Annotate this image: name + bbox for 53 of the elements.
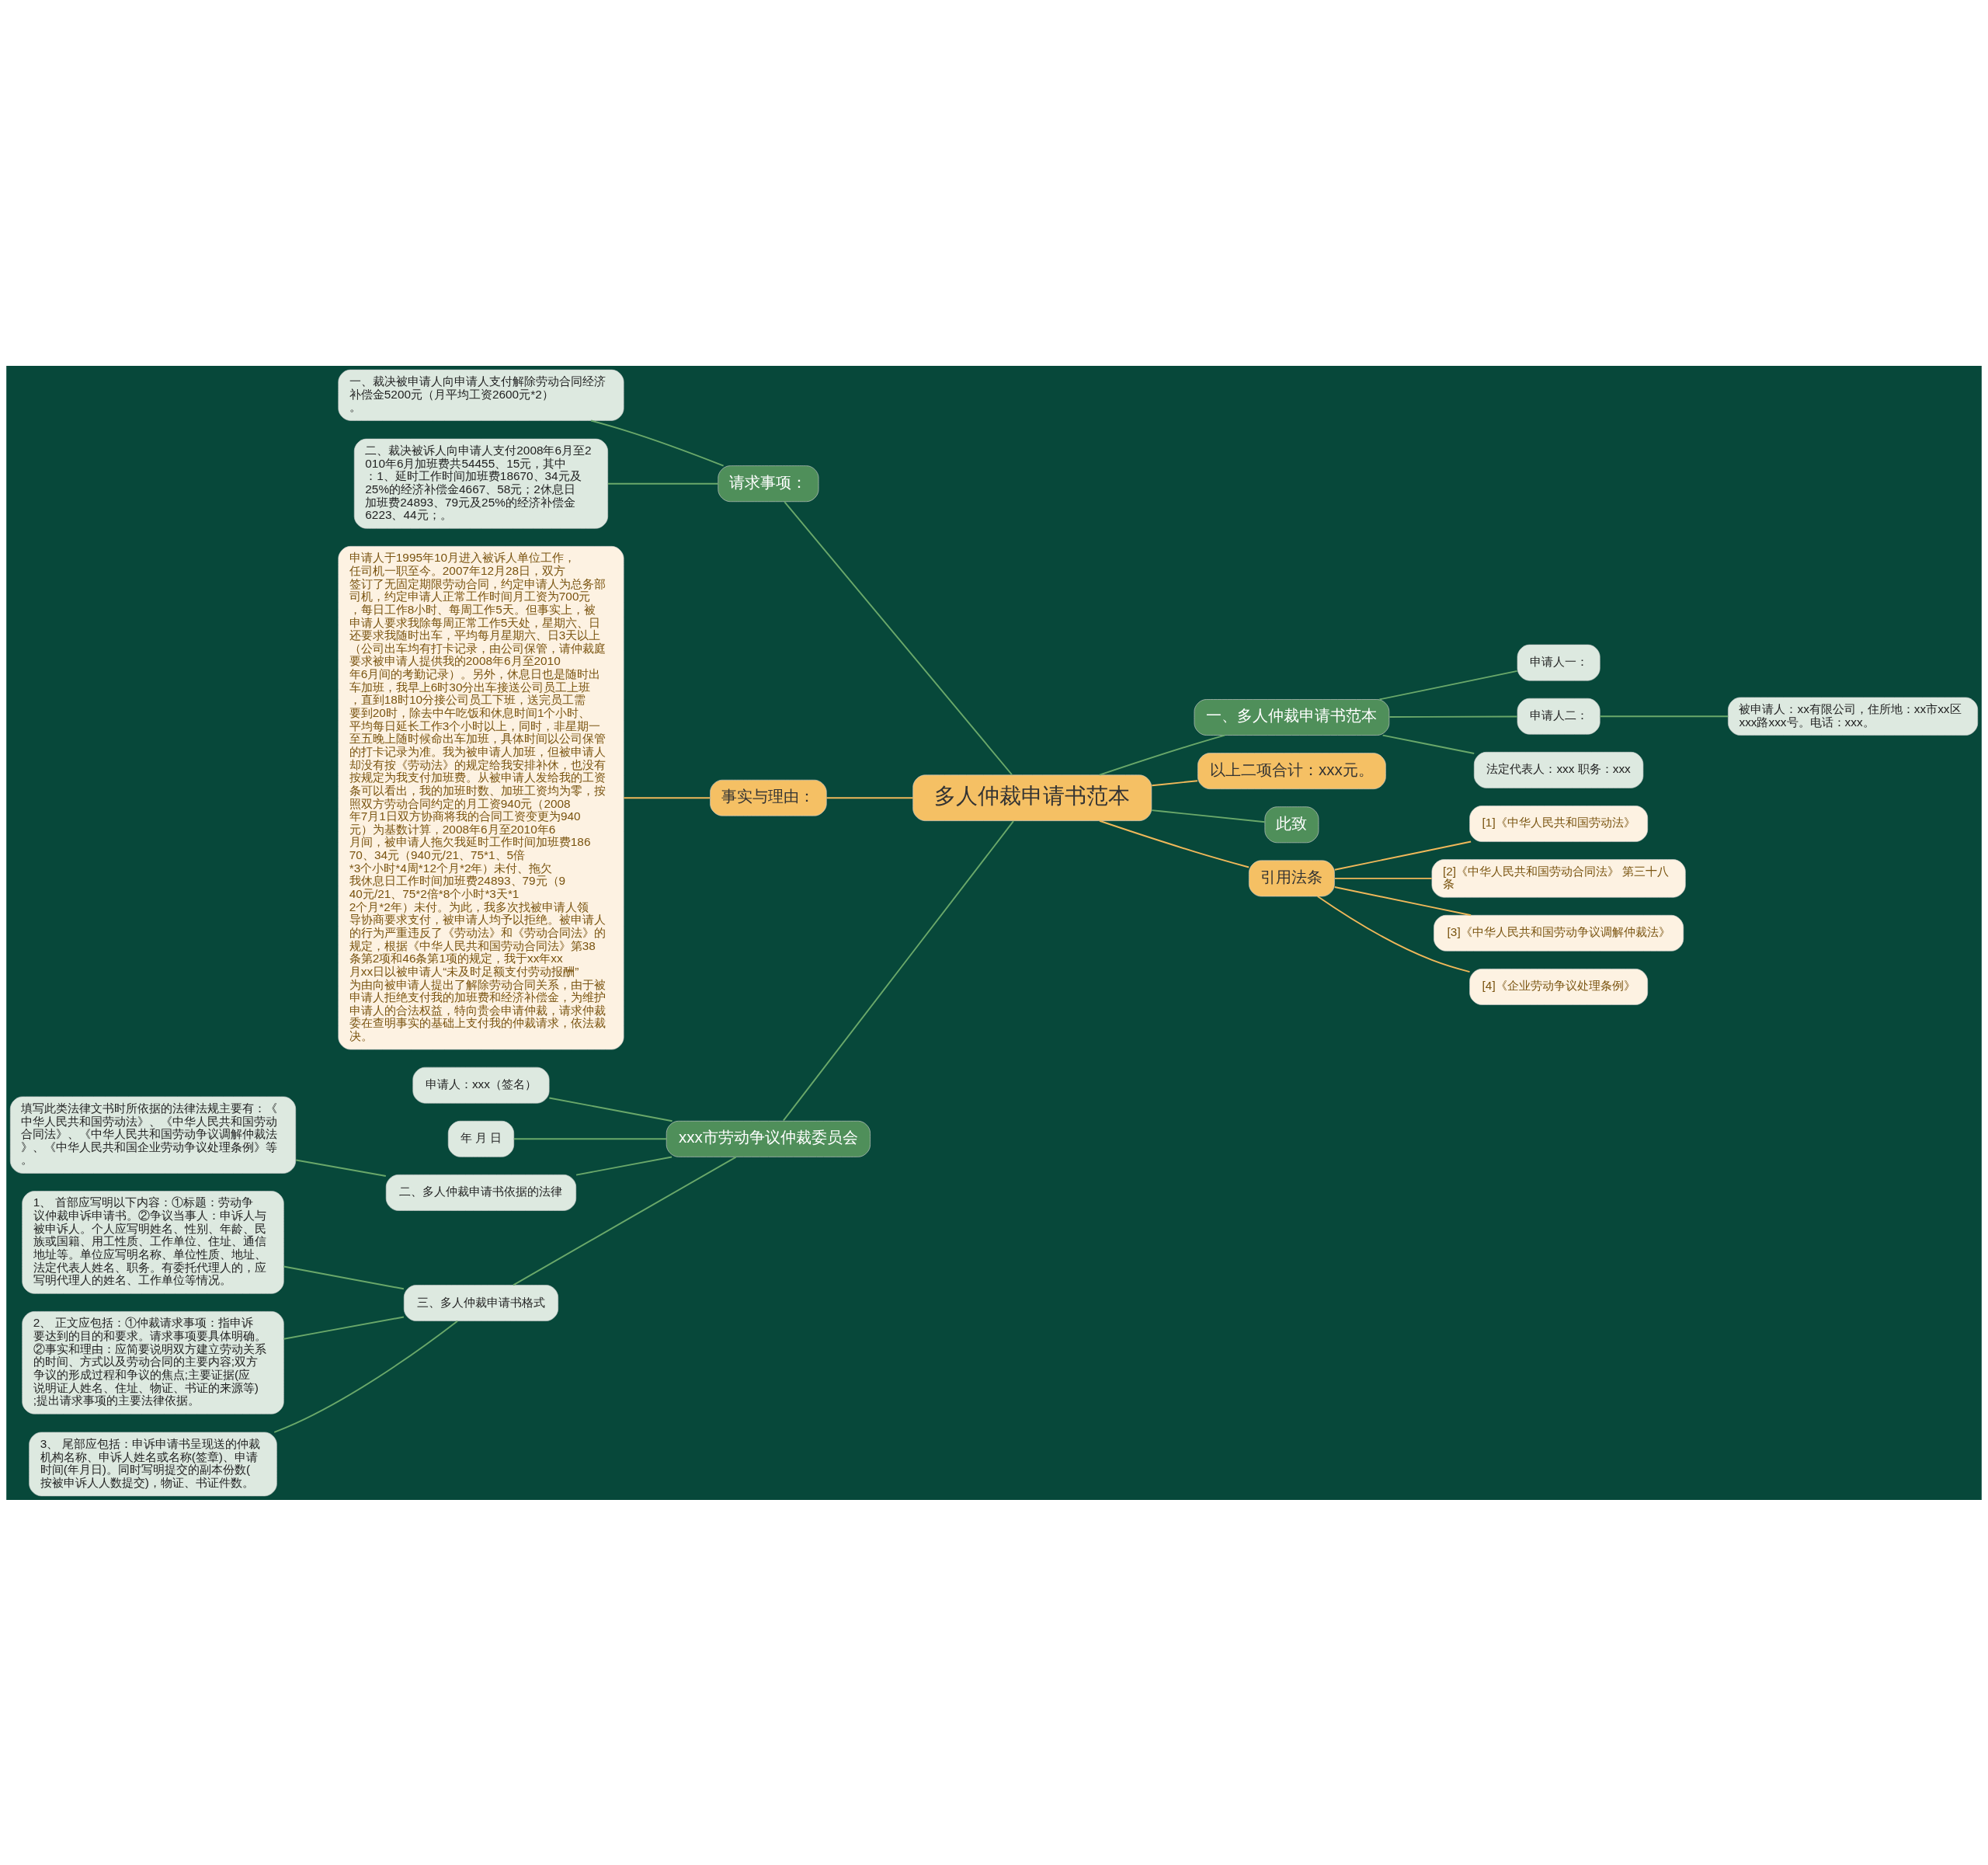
node-box: 被申请人：xx有限公司，住所地：xx市xx区xxx路xxx号。电话：xxx。	[1728, 697, 1978, 736]
connector	[548, 1097, 673, 1122]
node-box: 一、多人仲裁申请书范本	[1194, 698, 1390, 736]
connector	[607, 482, 719, 485]
connector	[623, 796, 711, 799]
connector	[295, 1159, 387, 1177]
connector	[513, 1156, 737, 1286]
connector	[283, 1316, 405, 1340]
connector	[782, 819, 1014, 1122]
connector	[590, 419, 725, 467]
node-box: 2、 正文应包括：①仲裁请求事项：指申诉要达到的目的和要求。请求事项要具体明确。②事实和理由：应简要说明双方建立劳动关系的时间、方式以及劳动合同的主要内容;双方争议的形成过程和争议的焦点;主要证据(应说明证人姓名、住址、物证、书证的来源等);提出请求事项的主要法律依据。	[22, 1310, 284, 1414]
node-box: 法定代表人：xxx 职务：xxx	[1474, 751, 1644, 788]
node-box: 填写此类法律文书时所依据的法律法规主要有：《中华人民共和国劳动法》、《中华人民共和国劳动合同法》、《中华人民共和国劳动争议调解仲裁法》、《中华人民共和国企业劳动争议处理条例》等。	[10, 1096, 296, 1174]
node-box: 申请人于1995年10月进入被诉人单位工作，任司机一职至今。2007年12月28日，双方签订了无固定期限劳动合同，约定申请人为总务部司机，约定申请人正常工作时间月工资为700元，每日工作8小时、每周工作5天。但事实上，被申请人要求我除每周正常工作5天处，星期六、日还要求我随时出车，平均每月星期六、日3天以上（公司出车均有打卡记录，由公司保管，请仲裁庭要求被申请人提供我的2008年6月至2010年6月间的考勤记录）。另外，休息日也是随时出车加班，我早上6时30分出车接送公司员工上班，直到18时10分接公司员工下班，送完员工需要到20时，除去中午吃饭和休息时间1个小时、平均每日延长工作3个小时以上，同时，非星期一至五晚上随时候命出车加班，具体时间以公司保管的打卡记录为准。我为被申请人加班，但被申请人却没有按《劳动法》的规定给我安排补休，也没有按规定为我支付加班费。从被申请人发给我的工资条可以看出，我的加班时数、加班工资均为零，按照双方劳动合同约定的月工资940元（2008年7月1日双方协商将我的合同工资变更为940元）为基数计算，2008年6月至2010年6月间，被申请人拖欠我延时工作时间加班费18670、34元（940元/21、75*1、5倍*3个小时*4周*12个月*2年）未付、拖欠我休息日工作时间加班费24893、79元（940元/21、75*2倍*8个小时*3天*12个月*2年）未付。为此，我多次找被申请人领导协商要求支付，被申请人均予以拒绝。被申请人的行为严重违反了《劳动法》和《劳动合同法》的规定，根据《中华人民共和国劳动合同法》第38条第2项和46条第1项的规定，我于xx年xx月xx日以被申请人“未及时足额支付劳动报酬”为由向被申请人提出了解除劳动合同关系，由于被申请人拒绝支付我的加班费和经济补偿金，为维护申请人的合法权益，特向贵会申请仲裁，请求仲裁委在查明事实的基础上支付我的仲裁请求，依法裁决。	[338, 545, 624, 1049]
node-box: [4]《企业劳动争议处理条例》	[1469, 968, 1648, 1005]
connector	[1333, 886, 1472, 916]
connector	[1151, 779, 1198, 786]
connector	[283, 1265, 405, 1289]
node-box: [3]《中华人民共和国劳动争议调解仲裁法》	[1434, 914, 1684, 952]
node-box: xxx市劳动争议仲裁委员会	[666, 1120, 871, 1157]
node-box: [1]《中华人民共和国劳动法》	[1469, 805, 1648, 842]
connector	[1316, 895, 1471, 973]
connector	[513, 1137, 667, 1140]
node-box: 引用法条	[1249, 860, 1335, 896]
node-box: 申请人二：	[1517, 698, 1600, 735]
connector	[1382, 734, 1475, 754]
node-box: 一、裁决被申请人向申请人支付解除劳动合同经济补偿金5200元（月平均工资2600元*2）。	[338, 369, 624, 421]
connector	[1333, 840, 1472, 871]
node-box: 此致	[1264, 805, 1319, 843]
node-box: 多人仲裁申请书范本	[912, 774, 1152, 821]
connector	[825, 796, 914, 799]
connector	[784, 500, 1013, 775]
node-box: 1、 首部应写明以下内容：①标题：劳动争议仲裁申诉申请书。②争议当事人：申诉人与被申诉人。个人应写明姓名、性别、年龄、民族或国籍、用工性质、工作单位、住址、通信地址等。单位应写明名称、单位性质、地址、法定代表人姓名、职务。有委托代理人的，应写明代理人的姓名、工作单位等情况。	[22, 1190, 284, 1294]
node-box: 二、多人仲裁申请书依据的法律	[385, 1174, 577, 1211]
node-box: 二、裁决被诉人向申请人支付2008年6月至2010年6月加班费共54455、15元，其中：1、延时工作时间加班费18670、34元及25%的经济补偿金4667、58元；2休息日加班费24893、79元及25%的经济补偿金6223、44元；。	[353, 438, 608, 529]
connector	[1388, 715, 1518, 718]
node-box: 请求事项：	[718, 465, 819, 502]
connector	[273, 1320, 459, 1433]
node-box: 申请人一：	[1517, 644, 1600, 680]
node-box: 以上二项合计：xxx元。	[1197, 752, 1386, 789]
node-box: [2]《中华人民共和国劳动合同法》 第三十八条	[1431, 858, 1686, 898]
node-box: 年 月 日	[447, 1120, 514, 1157]
connector	[1151, 809, 1266, 823]
node-box: 3、 尾部应包括：申诉申请书呈现送的仲裁机构名称、申诉人姓名或名称(签章)、申请时间(年月日)。同时写明提交的副本份数(按被申诉人人数提交)，物证、书证件数。	[29, 1432, 277, 1496]
node-box: 三、多人仲裁申请书格式	[403, 1284, 558, 1321]
connector	[1378, 670, 1518, 700]
node-box: 申请人：xxx（签名）	[412, 1066, 550, 1104]
node-box: 事实与理由：	[710, 779, 827, 816]
connector	[1099, 734, 1226, 776]
connector	[1599, 715, 1729, 717]
connector	[1099, 819, 1250, 868]
connector	[575, 1156, 673, 1176]
connector	[1333, 877, 1433, 879]
